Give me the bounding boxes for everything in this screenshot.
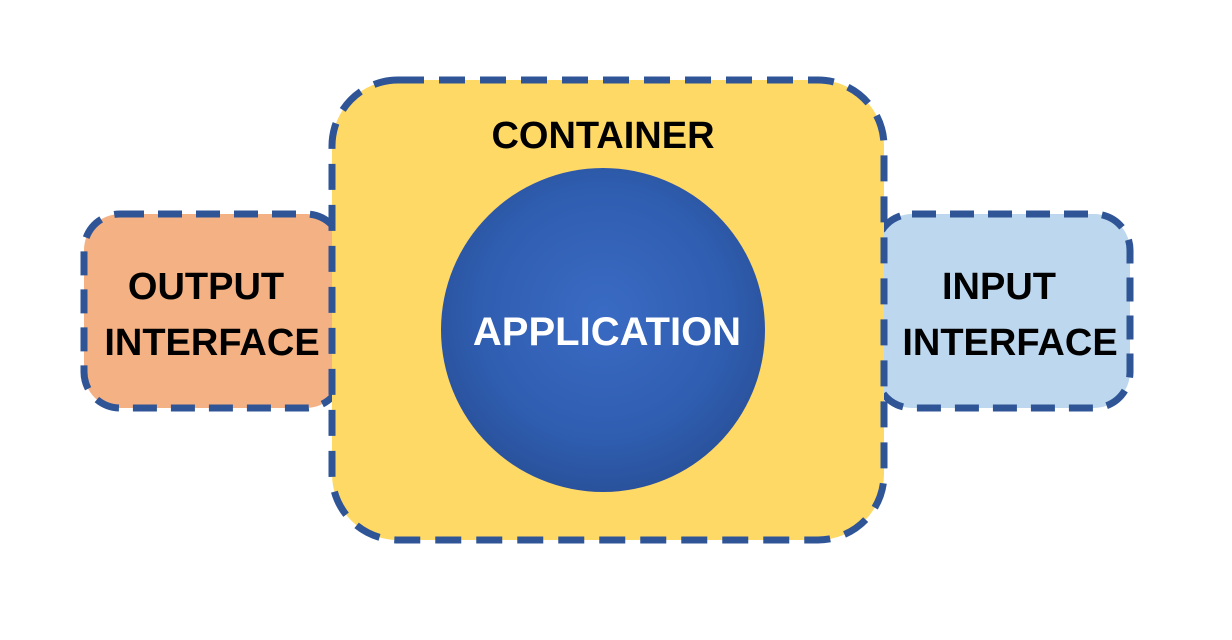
output-interface-box: OUTPUT INTERFACE: [80, 210, 346, 412]
input-interface-box: INPUT INTERFACE: [872, 210, 1134, 412]
output-interface-label-line1: OUTPUT: [128, 266, 284, 308]
input-interface-label-line1: INPUT: [942, 266, 1056, 308]
application-label: APPLICATION: [473, 310, 741, 354]
output-interface-label-line2: INTERFACE: [104, 322, 319, 364]
input-interface-label-line2: INTERFACE: [902, 322, 1117, 364]
application-node: APPLICATION: [441, 168, 765, 492]
application-circle: [441, 168, 765, 492]
input-interface-shape: [872, 210, 1134, 412]
output-interface-shape: [80, 210, 346, 412]
container-label: CONTAINER: [491, 115, 714, 157]
